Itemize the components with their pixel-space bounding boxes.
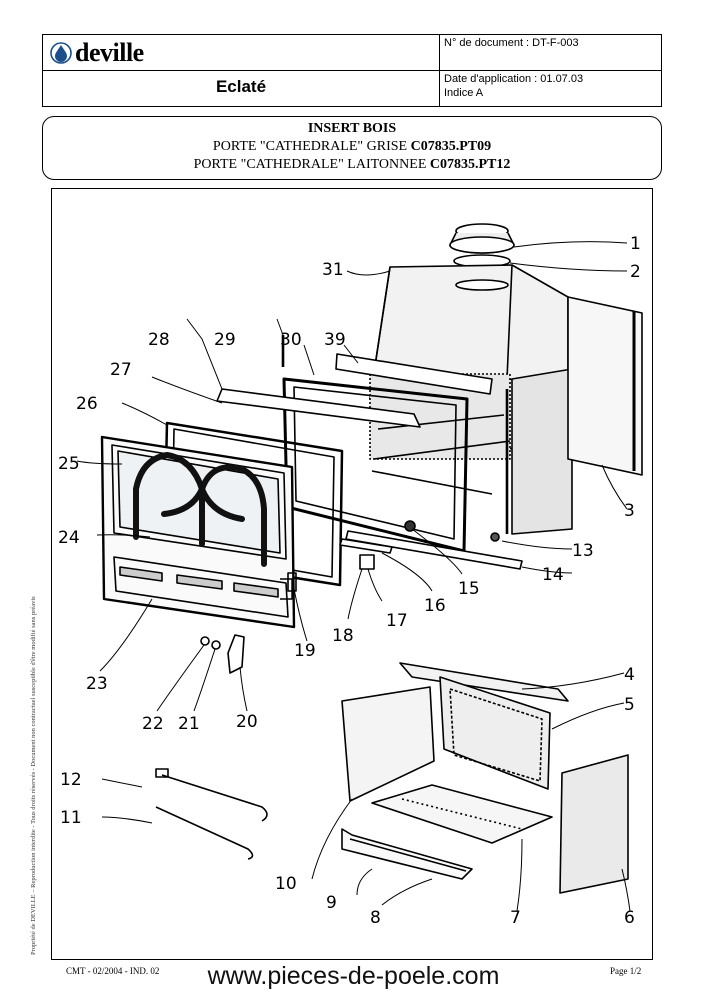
callout-39: 39 xyxy=(324,330,346,350)
callout-13: 13 xyxy=(572,541,594,561)
callout-14: 14 xyxy=(542,565,564,585)
deflector-plate xyxy=(399,662,569,702)
callout-22: 22 xyxy=(142,714,164,734)
brand-logo: deville xyxy=(50,40,144,66)
callout-29: 29 xyxy=(214,330,236,350)
callout-16: 16 xyxy=(424,596,446,616)
callout-21: 21 xyxy=(178,714,200,734)
callout-10: 10 xyxy=(275,874,297,894)
callout-4: 4 xyxy=(624,665,635,685)
exploded-diagram: 1 2 3 4 5 6 7 8 9 10 11 12 13 14 15 16 1… xyxy=(58,223,643,928)
brand-name: deville xyxy=(75,38,144,67)
index-label: Indice A xyxy=(444,87,484,99)
document-number: N° de document : DT-F-003 xyxy=(444,37,579,49)
header-divider-horizontal xyxy=(43,70,661,71)
callout-7: 7 xyxy=(510,908,521,928)
callout-8: 8 xyxy=(370,908,381,928)
callout-18: 18 xyxy=(332,626,354,646)
footer-revision: CMT - 02/2004 - IND. 02 xyxy=(66,966,160,976)
left-firebrick xyxy=(341,686,435,802)
product-variant-brass: PORTE "CATHEDRALE" LAITONNEE C07835.PT12 xyxy=(43,156,661,174)
callout-27: 27 xyxy=(110,360,132,380)
document-title: Eclaté xyxy=(215,77,267,96)
footer-website: www.pieces-de-poele.com xyxy=(207,962,500,990)
variant-grey-label: PORTE "CATHEDRALE" GRISE xyxy=(212,139,411,154)
callout-12: 12 xyxy=(60,770,82,790)
callout-19: 19 xyxy=(294,641,316,661)
callout-labels: 1 2 3 4 5 6 7 8 9 10 11 12 13 14 15 16 1… xyxy=(58,234,641,928)
callout-24: 24 xyxy=(58,528,80,548)
cathedral-door xyxy=(100,435,296,629)
leader-lines xyxy=(76,241,631,912)
hook-tool xyxy=(155,806,254,860)
callout-5: 5 xyxy=(624,695,635,715)
right-firebrick xyxy=(559,754,629,894)
header-divider-vertical xyxy=(439,35,440,106)
side-panel xyxy=(567,296,643,476)
back-firebrick xyxy=(439,676,551,790)
callout-6: 6 xyxy=(624,908,635,928)
product-variant-grey: PORTE "CATHEDRALE" GRISE C07835.PT09 xyxy=(43,138,661,156)
copyright-side-text: Propriété de DEVILLE – Reproduction inte… xyxy=(30,596,37,955)
application-info: Date d'application : 01.07.03 Indice A xyxy=(444,72,583,100)
callout-23: 23 xyxy=(86,674,108,694)
exploded-diagram-frame: 1 2 3 4 5 6 7 8 9 10 11 12 13 14 15 16 1… xyxy=(51,188,653,960)
door-handle xyxy=(227,634,245,674)
knob xyxy=(404,520,416,532)
latch xyxy=(359,554,375,570)
variant-grey-code: C07835.PT09 xyxy=(410,139,492,154)
glass-rail xyxy=(216,388,421,428)
top-bar xyxy=(335,353,493,395)
poker-tool xyxy=(161,774,268,822)
product-title-box: INSERT BOIS PORTE "CATHEDRALE" GRISE C07… xyxy=(42,116,662,180)
variant-brass-code: C07835.PT12 xyxy=(429,157,511,172)
callout-15: 15 xyxy=(458,579,480,599)
hinge xyxy=(287,572,297,592)
callout-2: 2 xyxy=(630,262,641,282)
callout-20: 20 xyxy=(236,712,258,732)
callout-11: 11 xyxy=(60,808,82,828)
variant-brass-label: PORTE "CATHEDRALE" LAITONNEE xyxy=(193,157,430,172)
callout-9: 9 xyxy=(326,893,337,913)
callout-26: 26 xyxy=(76,394,98,414)
footer-page-number: Page 1/2 xyxy=(610,966,642,976)
application-date: Date d'application : 01.07.03 xyxy=(444,73,584,85)
callout-30: 30 xyxy=(280,330,302,350)
water-drop-logo-icon xyxy=(50,42,72,64)
flue-collar xyxy=(449,223,515,254)
rail-bar xyxy=(345,530,523,570)
door-frame-inner xyxy=(293,386,457,540)
callout-3: 3 xyxy=(624,501,635,521)
callout-17: 17 xyxy=(386,611,408,631)
callout-31: 31 xyxy=(322,260,344,280)
callout-1: 1 xyxy=(630,234,641,254)
product-line-title: INSERT BOIS xyxy=(307,121,397,136)
document-header: deville N° de document : DT-F-003 Eclaté… xyxy=(42,34,662,107)
callout-25: 25 xyxy=(58,454,80,474)
callout-28: 28 xyxy=(148,330,170,350)
